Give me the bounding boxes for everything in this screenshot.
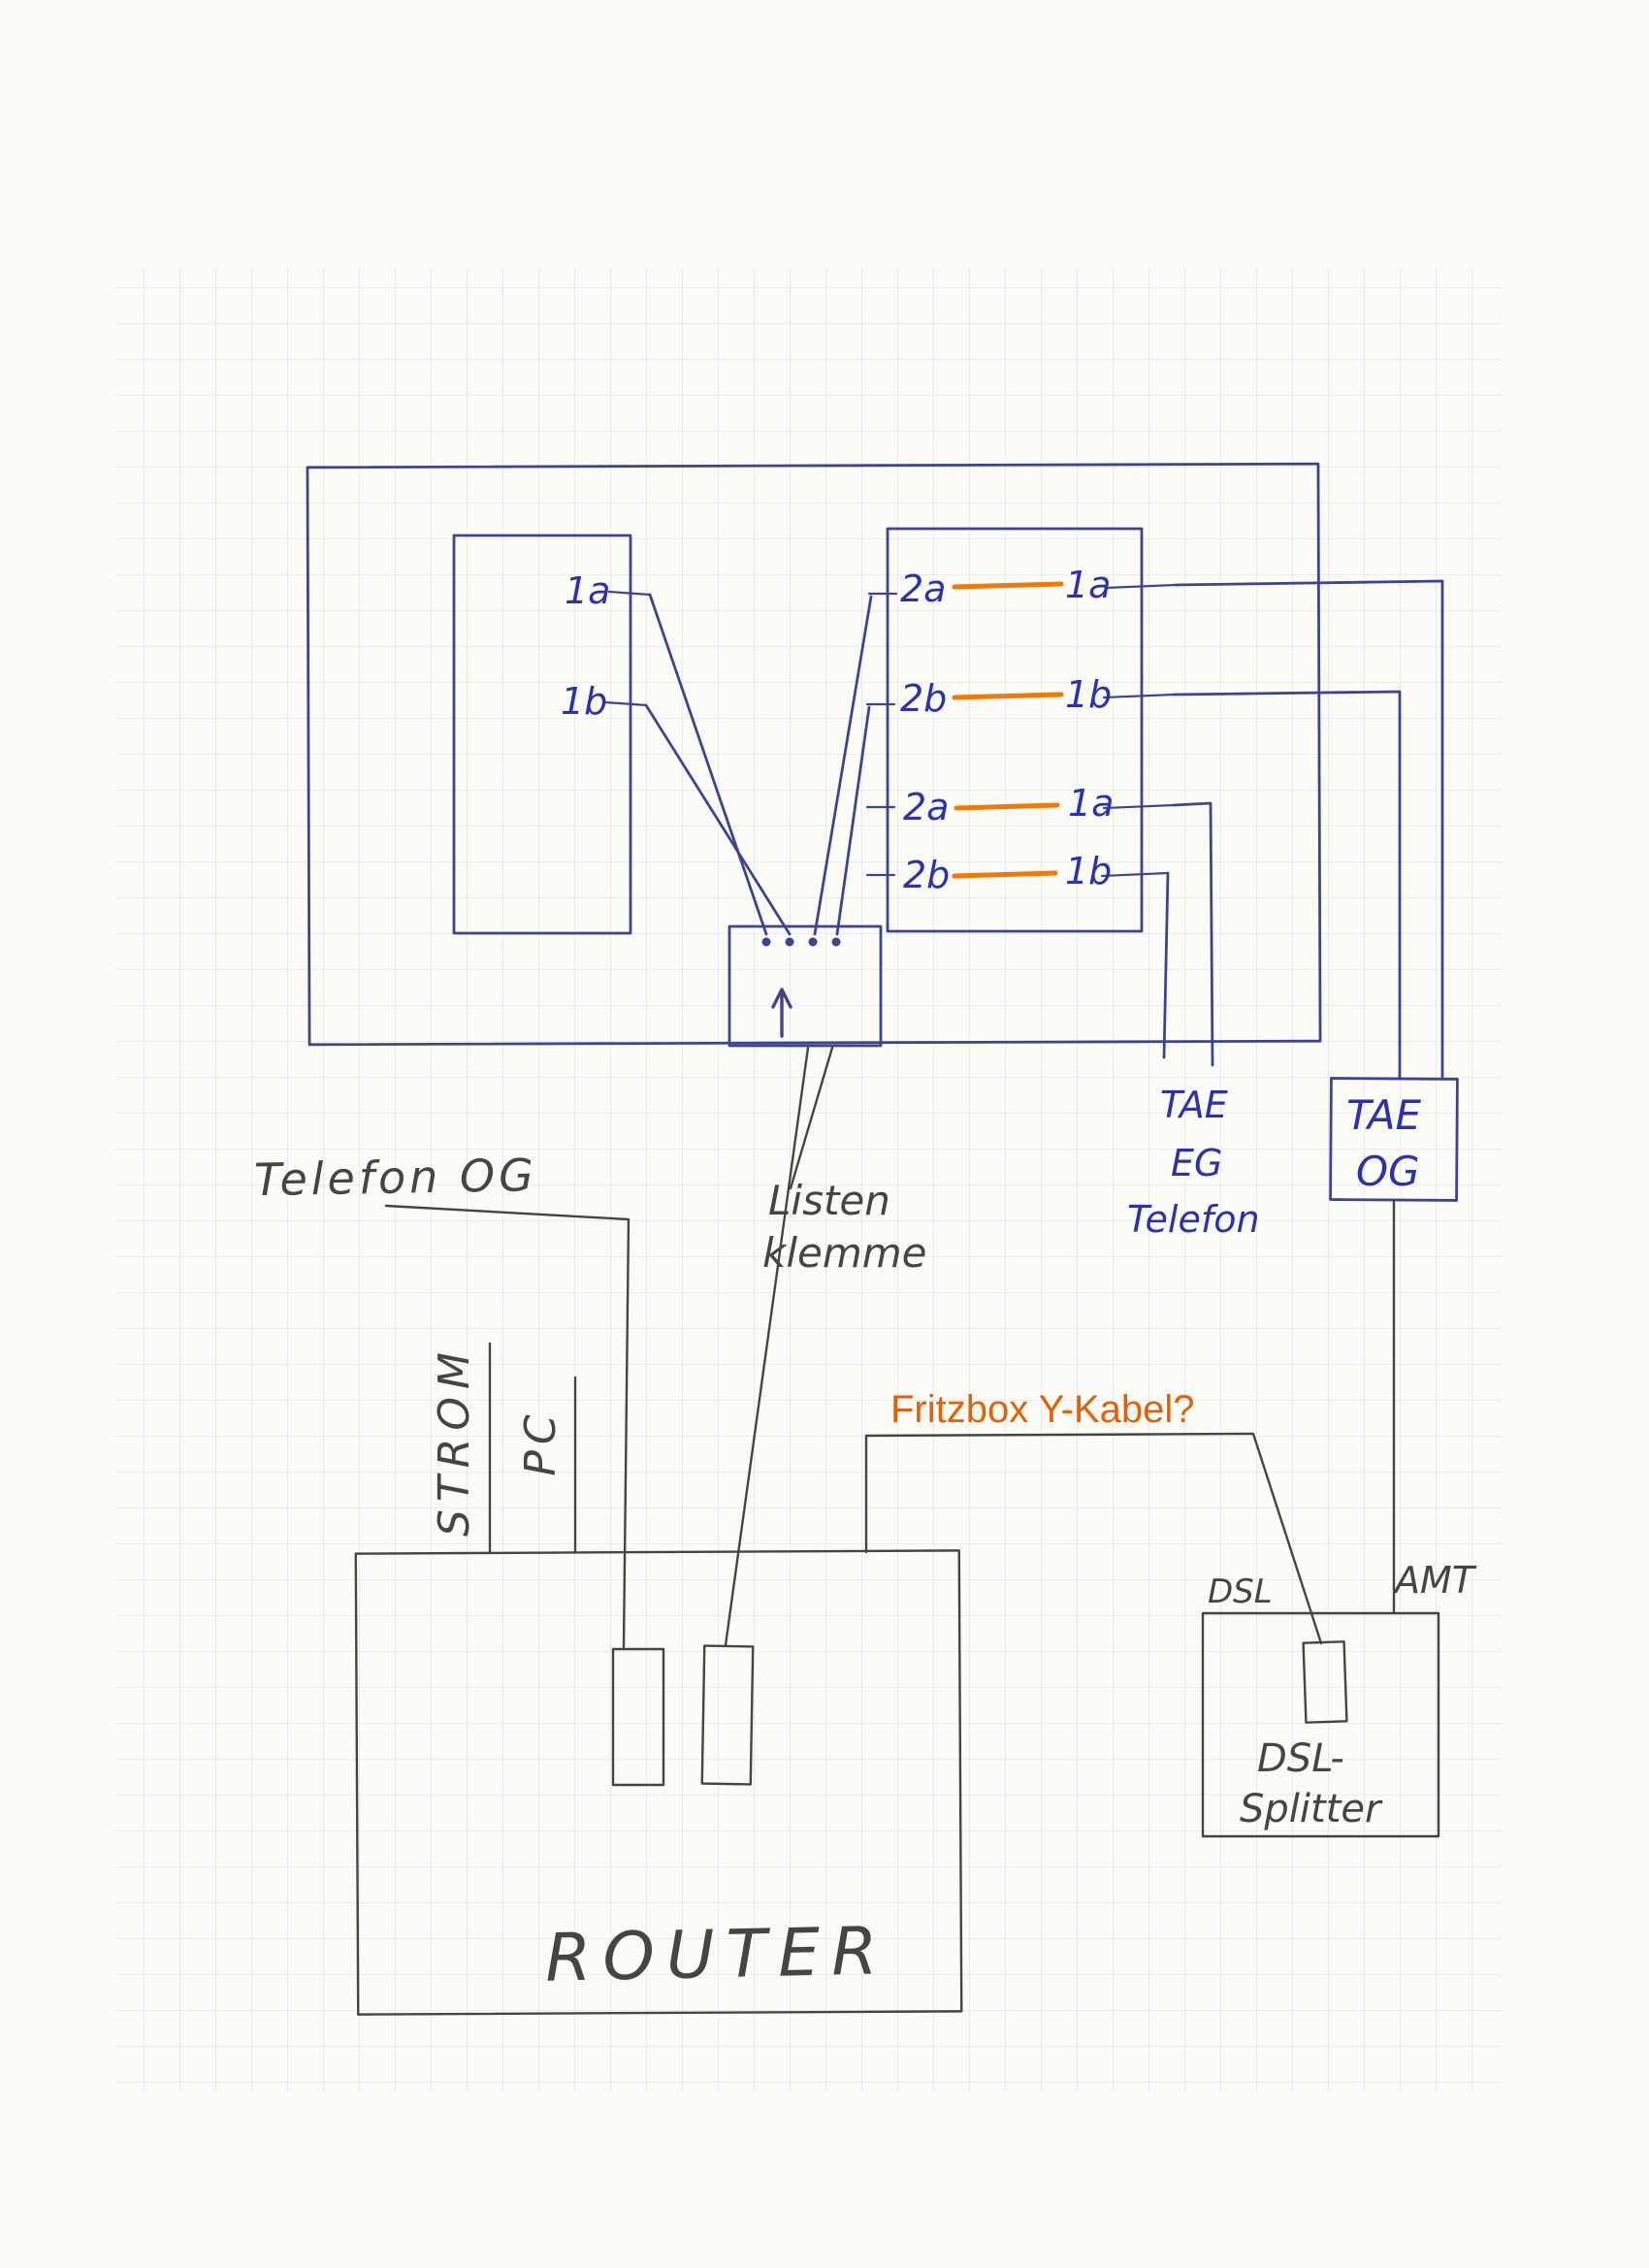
terminal-label-1a: 1a [1068,782,1114,825]
graph-paper-grid [114,268,1502,2091]
terminal-label-1b: 1b [561,680,607,723]
wire-1a-to-tae-eg [1172,801,1214,1067]
router-box [354,1549,963,2016]
terminal-label-2a: 2a [900,567,946,610]
tae-eg-label-line3: Telefon [1127,1198,1260,1241]
up-arrow-head-icon [771,988,792,1009]
orange-jumper-2a-1a [954,802,1060,811]
terminal-dot [808,937,818,947]
junction-box-outline [306,462,1322,1047]
terminal-tick [607,590,652,597]
terminal-label-2a: 2a [903,786,949,828]
wire-1a-to-clamp [648,593,768,936]
router-label: ROUTER [544,1913,889,1996]
wire-1b-to-tae-og [1172,690,1402,1081]
listenklemme-callout-line [789,1046,834,1190]
dsl-splitter-box [1201,1611,1440,1838]
wire-1b-to-tae-eg [1162,871,1170,1059]
fritzbox-y-kabel-label: Fritzbox Y-Kabel? [890,1388,1195,1431]
listenklemme-label-line1: Listen [768,1177,890,1224]
dsl-splitter-label-line2: Splitter [1240,1787,1383,1831]
wire-telefon-og-to-router [384,1204,630,1649]
listenklemme-label-line2: klemme [762,1229,927,1277]
wire-1a-to-tae-og [1174,579,1444,1081]
dsl-splitter-label-line1: DSL- [1257,1736,1344,1781]
pc-label: PC [516,1409,566,1475]
amt-label: AMT [1392,1559,1477,1602]
terminal-tick [1100,871,1170,878]
terminal-tick [1104,583,1178,590]
orange-jumper-2b-1b [952,870,1058,879]
terminal-label-1b: 1b [1065,850,1112,892]
wire-2b-to-clamp [835,705,871,936]
strom-label: STROM [430,1345,479,1537]
tae-og-label-line1: TAE [1346,1091,1422,1139]
telefon-og-label: Telefon OG [254,1149,538,1206]
splitter-port [1302,1640,1348,1724]
terminal-tick [1102,803,1176,810]
terminal-block-left [452,534,632,935]
tae-eg-label-line1: TAE [1160,1084,1228,1126]
terminal-label-2b: 2b [903,854,950,896]
terminal-tick [603,700,648,707]
terminal-label-1b: 1b [1065,673,1112,716]
terminal-dot [785,937,794,947]
terminal-dot [831,937,841,947]
wire-clamp-to-router [724,1046,810,1647]
terminal-dot [761,937,771,947]
terminal-label-2b: 2b [900,677,947,720]
tae-eg-label-line2: EG [1171,1142,1222,1184]
tae-og-label-line2: OG [1356,1148,1420,1195]
fritzbox-y-cable [864,1432,1323,1645]
orange-jumper-2b-1b [952,692,1064,700]
dsl-label: DSL [1208,1572,1273,1611]
router-port-right [700,1644,755,1786]
terminal-block-right [886,527,1144,933]
listenklemme-box [728,924,883,1048]
orange-jumper-2a-1a [952,581,1064,590]
wire-2a-to-clamp [813,595,873,936]
router-port-left [611,1647,665,1787]
terminal-label-1a: 1a [1065,564,1111,606]
terminal-label-1a: 1a [565,569,610,612]
wire-1b-to-clamp [644,703,792,936]
terminal-tick [1102,693,1176,699]
